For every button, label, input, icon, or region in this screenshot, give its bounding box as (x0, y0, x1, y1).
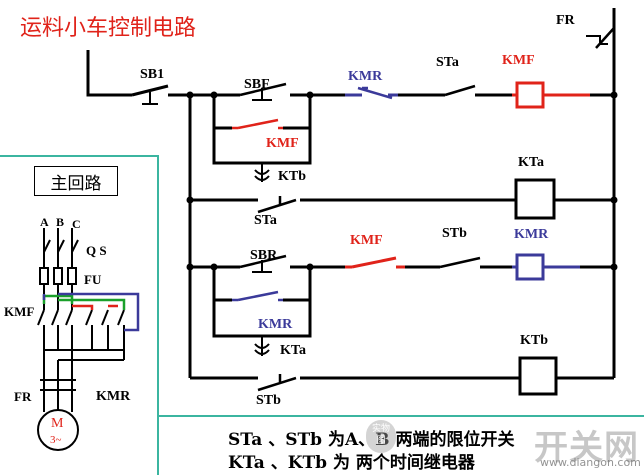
kmr-main-label: KMR (96, 389, 131, 404)
phase-c-label: C (72, 217, 81, 231)
sb1-contact (131, 84, 190, 97)
row1-branch (212, 95, 312, 165)
qs-switch (43, 239, 79, 253)
kmr-interlock-label: KMR (348, 69, 383, 84)
fr-contact (595, 8, 616, 95)
kmf-interlock-row3 (345, 256, 405, 269)
main-circuit-frame (0, 155, 159, 475)
sbr-actuator (252, 260, 272, 273)
ktb-coil (518, 356, 558, 396)
fu-label: FU (84, 272, 102, 287)
kta-coil-label: KTa (518, 155, 544, 170)
kmr-coil-label: KMR (514, 227, 549, 242)
kmr-main-contacts (85, 309, 125, 360)
kmr-hold-contact (232, 290, 283, 302)
watermark-site: www.diangon.com (540, 456, 641, 469)
kta-hold-contact (254, 336, 270, 356)
sta-contact-row2 (257, 196, 297, 214)
stb-contact-row3 (439, 256, 481, 269)
fr-main-label: FR (14, 389, 32, 404)
sbf-actuator (252, 88, 272, 101)
kmr-coil (515, 253, 545, 281)
blue-crossover (42, 292, 140, 332)
kmf-interlock-label: KMF (350, 233, 383, 248)
sbf-label: SBF (244, 77, 270, 92)
kmf-hold-contact (232, 118, 283, 130)
sta-contact-top (444, 84, 476, 97)
stb-label-row4: STb (256, 393, 281, 408)
fr-element (40, 379, 76, 391)
phase-b-label: B (56, 215, 65, 229)
red-crossover (72, 304, 118, 310)
fu-fuses (39, 267, 77, 285)
kta-coil (514, 178, 556, 220)
motor-label: M (51, 416, 64, 431)
ktb-coil-label: KTb (520, 333, 549, 348)
fr-label-top: FR (556, 13, 575, 28)
kmf-main-contacts (37, 309, 73, 350)
page-title: 运料小车控制电路 (20, 16, 197, 41)
kmf-hold-label: KMF (266, 136, 299, 151)
note-line-1: STa 、STb 为A、B 两端的限位开关 (228, 430, 515, 450)
main-bus-links (43, 349, 124, 395)
stb-contact-row4 (257, 374, 297, 392)
sta-label-row2: STa (254, 213, 277, 228)
stb-label-row3: STb (442, 226, 467, 241)
phase-a-label: A (40, 215, 49, 229)
note-line-2: KTa 、KTb 为 两个时间继电器 (228, 453, 475, 473)
sb1-label: SB1 (140, 67, 165, 82)
green-crossover (42, 294, 126, 310)
sb1-actuator (142, 92, 158, 105)
qs-label: Q S (86, 243, 107, 258)
kmf-coil (515, 81, 545, 109)
sta-label-top: STa (436, 55, 459, 70)
watermark-brand: 开关网 (534, 428, 639, 468)
kta-hold-label: KTa (280, 343, 306, 358)
main-circuit-title: 主回路 (34, 166, 118, 196)
kmr-interlock-top-contact (357, 86, 393, 100)
ktb-hold-label: KTb (278, 169, 307, 184)
ktb-hold-contact (254, 163, 270, 182)
kmr-hold-label: KMR (258, 317, 293, 332)
kmf-main-label: KMF (4, 304, 35, 319)
fr-actuator (586, 35, 608, 45)
motor-sub-label: 3~ (50, 434, 62, 446)
sbr-label: SBR (250, 248, 278, 263)
supply-line (86, 50, 132, 97)
phase-lines (43, 228, 73, 252)
kmf-coil-label: KMF (502, 53, 535, 68)
watermark-badge: 实物 图 (366, 420, 396, 453)
